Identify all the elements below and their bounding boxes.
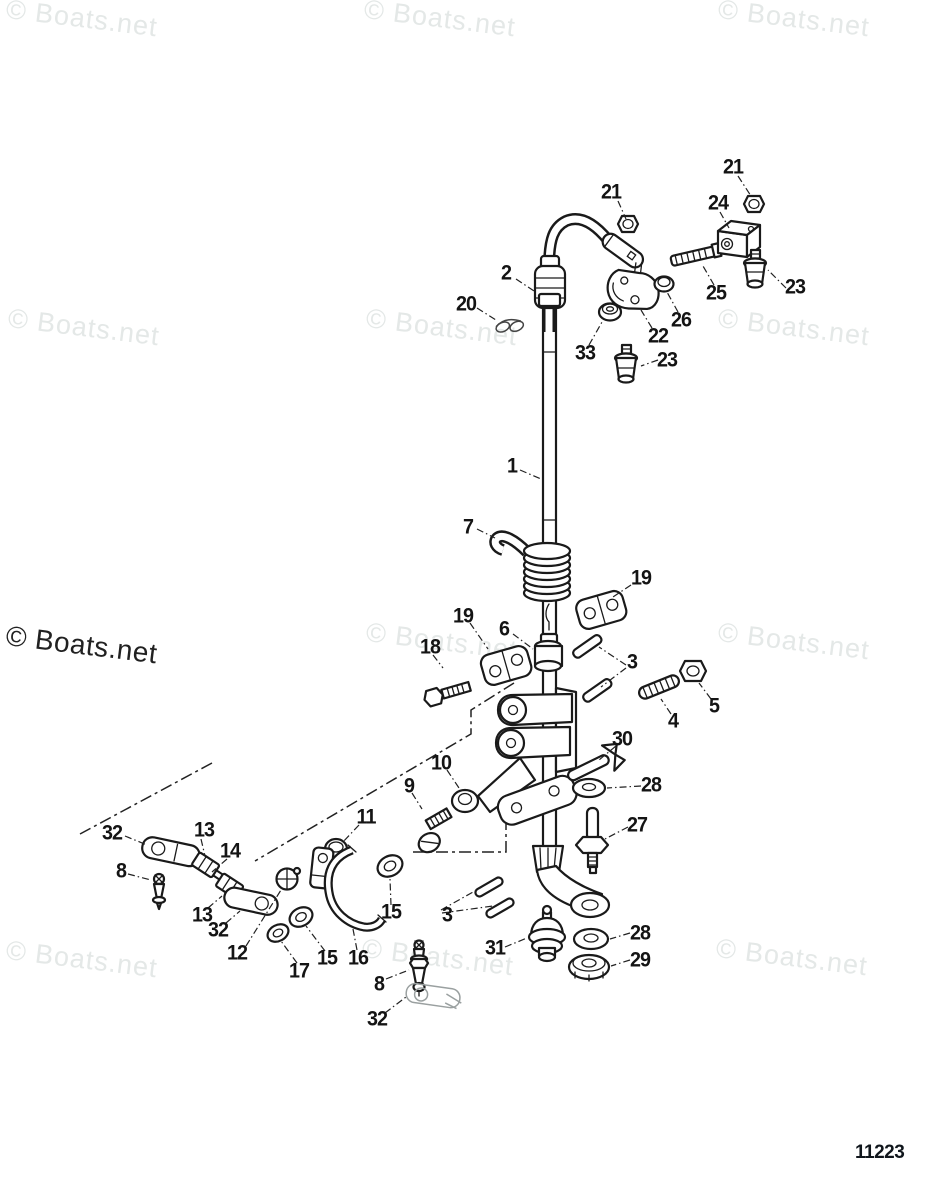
part-bolt-9 — [417, 807, 453, 854]
part-nut-5 — [678, 659, 708, 683]
callout-15: 15 — [380, 900, 402, 924]
callout-25: 25 — [705, 281, 727, 305]
part-nut-10 — [450, 788, 480, 814]
part-screw-25 — [669, 242, 723, 267]
callout-33: 33 — [574, 341, 596, 365]
part-nut-17 — [266, 923, 290, 943]
part-clip-8-left — [151, 872, 167, 911]
part-clip-20 — [495, 318, 525, 333]
callout-26: 26 — [670, 308, 692, 332]
callout-19: 19 — [452, 604, 474, 628]
callout-32: 32 — [366, 1007, 388, 1031]
part-nut-33 — [597, 302, 623, 322]
callout-3: 3 — [626, 650, 638, 674]
part-nut-26 — [653, 275, 675, 293]
callout-17: 17 — [288, 959, 310, 983]
callout-23: 23 — [784, 275, 806, 299]
part-cable-eyelet — [601, 232, 645, 269]
callout-10: 10 — [430, 751, 452, 775]
part-clamp-19-right — [575, 589, 628, 630]
callout-5: 5 — [708, 694, 720, 718]
callout-12: 12 — [226, 941, 248, 965]
callout-4: 4 — [667, 709, 679, 733]
part-bolt-18 — [423, 680, 472, 708]
callout-11: 11 — [356, 805, 377, 829]
callout-15: 15 — [316, 946, 338, 970]
part-link-rod-6 — [533, 603, 564, 673]
callout-7: 7 — [462, 515, 474, 539]
part-fitting-8-bottom — [408, 939, 430, 997]
part-spring-7 — [489, 530, 572, 603]
callout-32: 32 — [101, 821, 123, 845]
part-cable-end-32-bottom — [405, 982, 462, 1010]
callout-28: 28 — [629, 921, 651, 945]
part-spring-stud-4 — [637, 674, 681, 700]
callout-16: 16 — [347, 946, 369, 970]
part-locknut-29 — [567, 953, 611, 982]
part-throttle-arm — [531, 844, 611, 919]
callout-13: 13 — [193, 818, 215, 842]
part-mount-31 — [527, 904, 567, 963]
part-hook-16 — [323, 844, 387, 932]
callout-2: 2 — [500, 261, 512, 285]
part-pins-3 — [474, 634, 613, 919]
part-lever-30 — [567, 742, 626, 782]
part-link-assembly — [141, 836, 279, 916]
part-nut-21-left — [616, 214, 640, 234]
callout-30: 30 — [611, 727, 633, 751]
callout-13: 13 — [191, 903, 213, 927]
callout-22: 22 — [647, 324, 669, 348]
part-clamp-19-left — [479, 644, 533, 686]
callout-9: 9 — [403, 774, 415, 798]
callout-8: 8 — [115, 859, 127, 883]
callout-21: 21 — [600, 180, 622, 204]
part-cable-end-32-lower — [223, 886, 279, 916]
callout-23: 23 — [656, 348, 678, 372]
callout-6: 6 — [498, 617, 510, 641]
callout-14: 14 — [219, 839, 241, 863]
callout-31: 31 — [484, 936, 506, 960]
part-nut-21-right — [742, 194, 766, 214]
callout-20: 20 — [455, 292, 477, 316]
callout-19: 19 — [630, 566, 652, 590]
leader-lines — [124, 175, 787, 1014]
part-washer-28-lower — [572, 927, 610, 951]
part-stud-27 — [574, 806, 610, 875]
part-boot-2 — [533, 264, 567, 310]
part-plug-23-right — [742, 248, 768, 289]
callout-1: 1 — [506, 454, 518, 478]
callout-32: 32 — [207, 918, 229, 942]
callout-8: 8 — [373, 972, 385, 996]
callout-28: 28 — [640, 773, 662, 797]
part-block-24 — [716, 219, 762, 259]
part-pivot-bracket — [476, 686, 578, 826]
callout-27: 27 — [626, 813, 648, 837]
part-bracket-22 — [606, 262, 660, 311]
callout-24: 24 — [707, 191, 729, 215]
part-plug-23-left — [613, 343, 639, 384]
callout-18: 18 — [419, 635, 441, 659]
callout-29: 29 — [629, 948, 651, 972]
diagram-number: 11223 — [855, 1142, 905, 1163]
part-washer-28-upper — [571, 777, 607, 799]
part-swivel-12 — [275, 866, 302, 891]
part-washer-15-right — [376, 854, 404, 878]
callout-21: 21 — [722, 155, 744, 179]
callout-3: 3 — [441, 903, 453, 927]
part-nut-15-left — [288, 906, 314, 928]
